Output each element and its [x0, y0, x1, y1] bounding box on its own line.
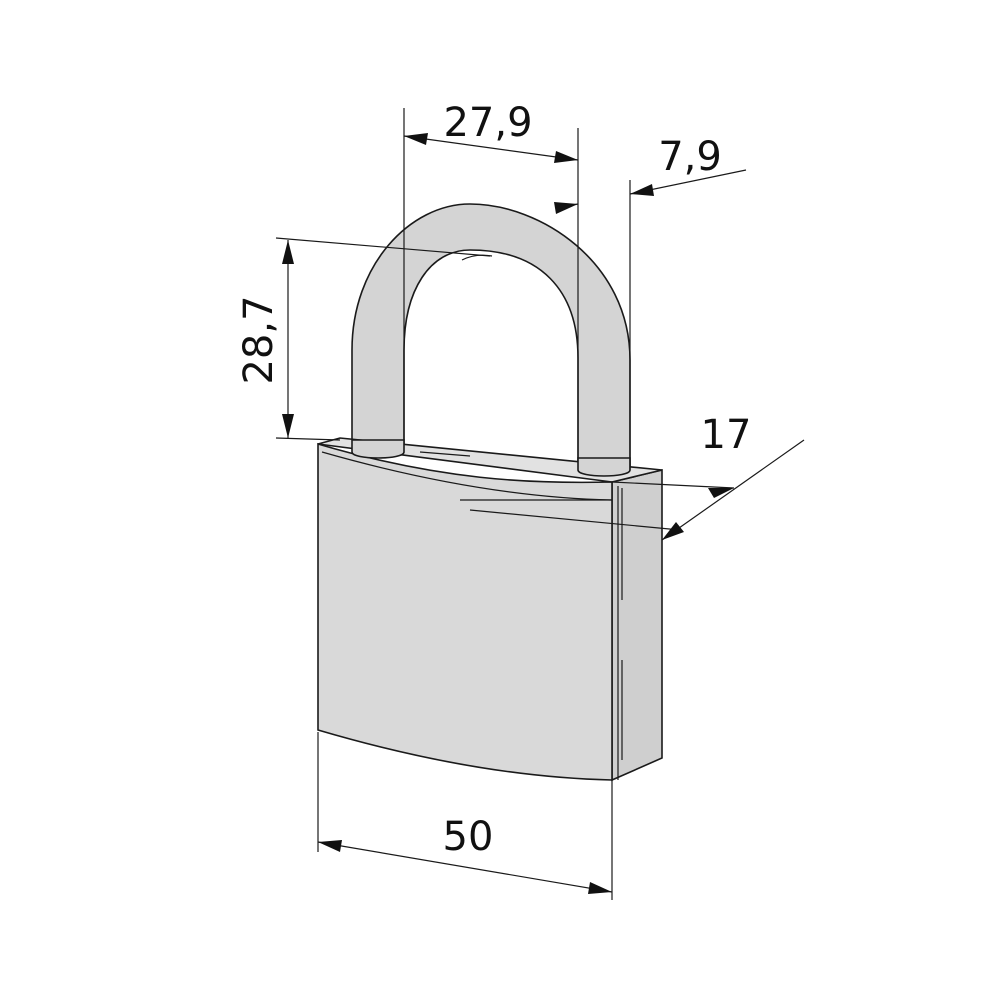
dimension-shackle-clearance: 28,7	[236, 237, 491, 441]
dimension-shackle-thickness: 7,9	[554, 134, 747, 470]
label-17: 17	[701, 412, 752, 458]
body-front-face	[317, 442, 613, 781]
dimension-shackle-inner-width: 27,9	[403, 100, 579, 458]
shackle	[351, 203, 631, 475]
label-50: 50	[443, 814, 494, 860]
body-side-face	[611, 468, 663, 782]
dimension-body-depth: 17	[469, 412, 805, 541]
dimension-body-width: 50	[317, 732, 613, 900]
label-27-9: 27,9	[443, 100, 532, 146]
label-28-7: 28,7	[236, 295, 282, 384]
padlock-body	[317, 437, 663, 782]
label-7-9: 7,9	[658, 134, 722, 180]
